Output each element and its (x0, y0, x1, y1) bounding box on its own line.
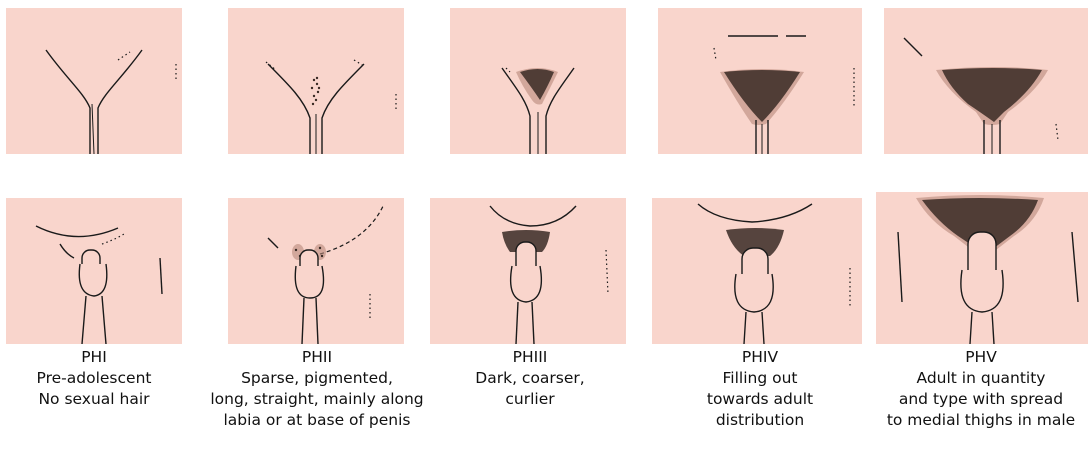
stage-description-line: Filling out (655, 368, 865, 389)
female-stage-2-illustration (228, 8, 404, 154)
stage-code: PHIV (655, 347, 865, 368)
male-stage-5-illustration (876, 192, 1088, 344)
stage-description-line: No sexual hair (0, 389, 199, 410)
stage-code: PHIII (425, 347, 635, 368)
female-stage-4-illustration (658, 8, 862, 154)
stage-description-line: distribution (655, 410, 865, 431)
stage-description-line: long, straight, mainly along (198, 389, 436, 410)
stage-description-line: Pre-adolescent (0, 368, 199, 389)
stage-description-line: Dark, coarser, (425, 368, 635, 389)
female-stage-5-illustration (884, 8, 1088, 154)
stage-description-line: labia or at base of penis (198, 410, 436, 431)
male-stage-3-illustration (430, 198, 626, 344)
male-stage-2-illustration (228, 198, 404, 344)
stage-1-caption: PHI Pre-adolescent No sexual hair (0, 347, 199, 410)
stage-description-line: and type with spread (870, 389, 1092, 410)
stage-2-caption: PHII Sparse, pigmented, long, straight, … (198, 347, 436, 431)
stage-description-line: Adult in quantity (870, 368, 1092, 389)
male-stage-1-illustration (6, 198, 182, 344)
stage-description-line: to medial thighs in male (870, 410, 1092, 431)
stage-description-line: towards adult (655, 389, 865, 410)
stage-code: PHI (0, 347, 199, 368)
stage-4-caption: PHIV Filling out towards adult distribut… (655, 347, 865, 431)
female-stage-1-illustration (6, 8, 182, 154)
stage-code: PHII (198, 347, 436, 368)
stage-description-line: curlier (425, 389, 635, 410)
stage-code: PHV (870, 347, 1092, 368)
stage-description-line: Sparse, pigmented, (198, 368, 436, 389)
stage-3-caption: PHIII Dark, coarser, curlier (425, 347, 635, 410)
male-stage-4-illustration (652, 198, 862, 344)
stage-5-caption: PHV Adult in quantity and type with spre… (870, 347, 1092, 431)
female-stage-3-illustration (450, 8, 626, 154)
